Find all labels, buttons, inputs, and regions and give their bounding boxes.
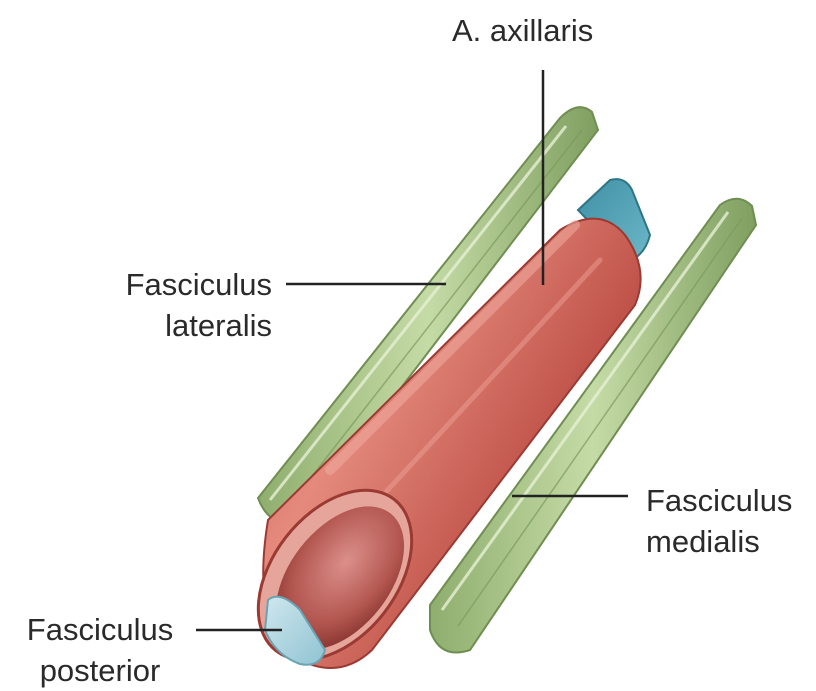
label-posterior-cord: Fasciculus posterior <box>8 609 192 691</box>
label-axillary-artery: A. axillaris <box>452 10 593 51</box>
label-medial-cord-line2: medialis <box>646 521 792 562</box>
label-lateral-cord: Fasciculus lateralis <box>96 264 272 346</box>
label-lateral-cord-line1: Fasciculus <box>96 264 272 305</box>
label-medial-cord-line1: Fasciculus <box>646 480 792 521</box>
label-medial-cord: Fasciculus medialis <box>646 480 792 562</box>
label-axillary-artery-text: A. axillaris <box>452 10 593 51</box>
label-posterior-cord-line1: Fasciculus <box>8 609 192 650</box>
label-lateral-cord-line2: lateralis <box>96 305 272 346</box>
label-posterior-cord-line2: posterior <box>8 650 192 691</box>
